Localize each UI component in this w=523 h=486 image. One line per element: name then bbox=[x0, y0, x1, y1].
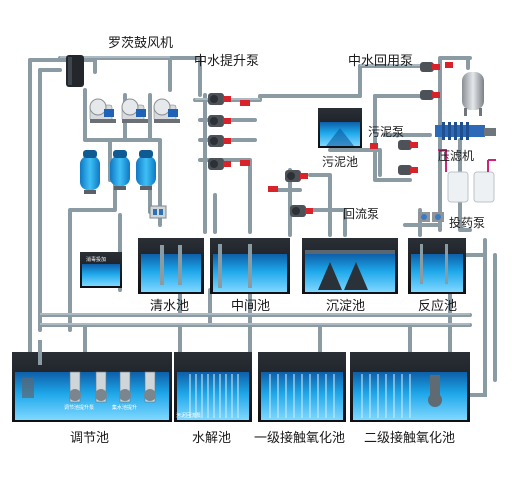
label-contact-oxidation-2: 二级接触氧化池 bbox=[364, 431, 456, 446]
tiny-lift-pump-2: 集水池提升 bbox=[112, 405, 138, 411]
label-sludge-pump: 污泥泵 bbox=[368, 125, 405, 139]
filter-press-icon bbox=[435, 122, 496, 140]
label-reuse-pump: 中水回用泵 bbox=[348, 54, 414, 69]
reuse-lift-pump-icon bbox=[208, 93, 250, 170]
label-return-pump: 回流泵 bbox=[343, 207, 380, 221]
disinfection-box bbox=[80, 252, 122, 288]
label-blower: 罗茨鼓风机 bbox=[108, 36, 174, 51]
silencer-icon bbox=[66, 55, 84, 87]
dosing-pump-icon bbox=[418, 212, 444, 222]
regulating-tank bbox=[12, 352, 172, 422]
label-sludge-tank: 污泥池 bbox=[322, 155, 359, 169]
settling-tank bbox=[302, 238, 398, 294]
dosing-tank-icon bbox=[438, 149, 496, 203]
contact-oxidation-2-tank bbox=[350, 352, 470, 422]
clear-tank bbox=[138, 238, 204, 294]
reaction-tank bbox=[408, 238, 466, 294]
contact-oxidation-1-tank bbox=[258, 352, 346, 422]
tiny-lift-pump-1: 调节池提升泵 bbox=[64, 405, 95, 411]
label-regulating-tank: 调节池 bbox=[70, 431, 110, 446]
label-middle-tank: 中间池 bbox=[231, 299, 271, 314]
middle-tank bbox=[210, 238, 290, 294]
tiny-hydrolysis-pump: 污泥回流泵 bbox=[176, 413, 202, 419]
return-pump-icon bbox=[268, 170, 313, 217]
label-dosing-pump: 投药泵 bbox=[449, 216, 486, 230]
label-settling-tank: 沉淀池 bbox=[326, 299, 366, 314]
label-contact-oxidation-1: 一级接触氧化池 bbox=[254, 431, 346, 446]
label-filter-press: 压滤机 bbox=[438, 149, 475, 163]
hydrolysis-tank bbox=[174, 352, 252, 422]
roots-blower-icon bbox=[89, 98, 180, 123]
label-reaction-tank: 反应池 bbox=[418, 299, 458, 314]
sand-filter-icon bbox=[80, 150, 156, 194]
sludge-tank-icon bbox=[318, 108, 362, 148]
pressure-tank-icon bbox=[462, 72, 484, 116]
label-hydrolysis-tank: 水解池 bbox=[192, 431, 232, 446]
tiny-disinfection: 消毒投加 bbox=[86, 257, 107, 263]
reuse-pump-icon bbox=[420, 62, 453, 100]
control-box-icon bbox=[149, 205, 167, 219]
sludge-pump-icon bbox=[370, 140, 418, 175]
label-clear-tank: 清水池 bbox=[150, 299, 190, 314]
label-reuse-lift-pump: 中水提升泵 bbox=[194, 54, 260, 69]
